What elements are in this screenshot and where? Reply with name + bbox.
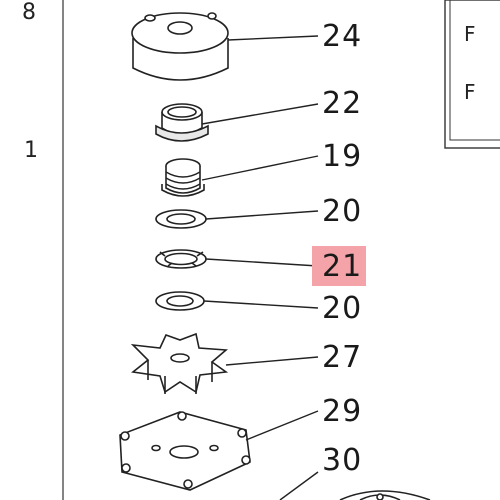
margin-top-label: 8 <box>22 0 36 25</box>
callout-22: 22 <box>322 86 363 121</box>
part-21-plate-ring <box>155 249 207 269</box>
side-table-box <box>444 0 500 149</box>
part-22-insert-cartridge <box>155 103 209 142</box>
part-27-impeller <box>130 332 229 394</box>
part-20-gasket-lower <box>155 291 205 311</box>
part-29-outer-plate <box>119 411 251 491</box>
callout-30: 30 <box>322 443 363 478</box>
callout-21: 21 <box>322 249 363 284</box>
part-30-cartridge-lower <box>339 490 431 500</box>
callout-21-highlight <box>312 246 366 286</box>
part-20-gasket-upper <box>155 209 207 229</box>
callout-20-upper: 20 <box>322 194 363 229</box>
callout-19: 19 <box>322 139 363 174</box>
callout-29: 29 <box>322 394 363 429</box>
side-table-row-a: F <box>464 22 476 46</box>
callout-27: 27 <box>322 340 363 375</box>
part-24-pump-housing <box>131 12 229 81</box>
callout-20-lower: 20 <box>322 291 363 326</box>
callout-24: 24 <box>322 19 363 54</box>
leader-lines <box>201 35 319 500</box>
part-19-spring-insert <box>161 158 205 197</box>
margin-side-label: 1 <box>24 138 38 163</box>
side-table-row-b: F <box>464 80 476 104</box>
